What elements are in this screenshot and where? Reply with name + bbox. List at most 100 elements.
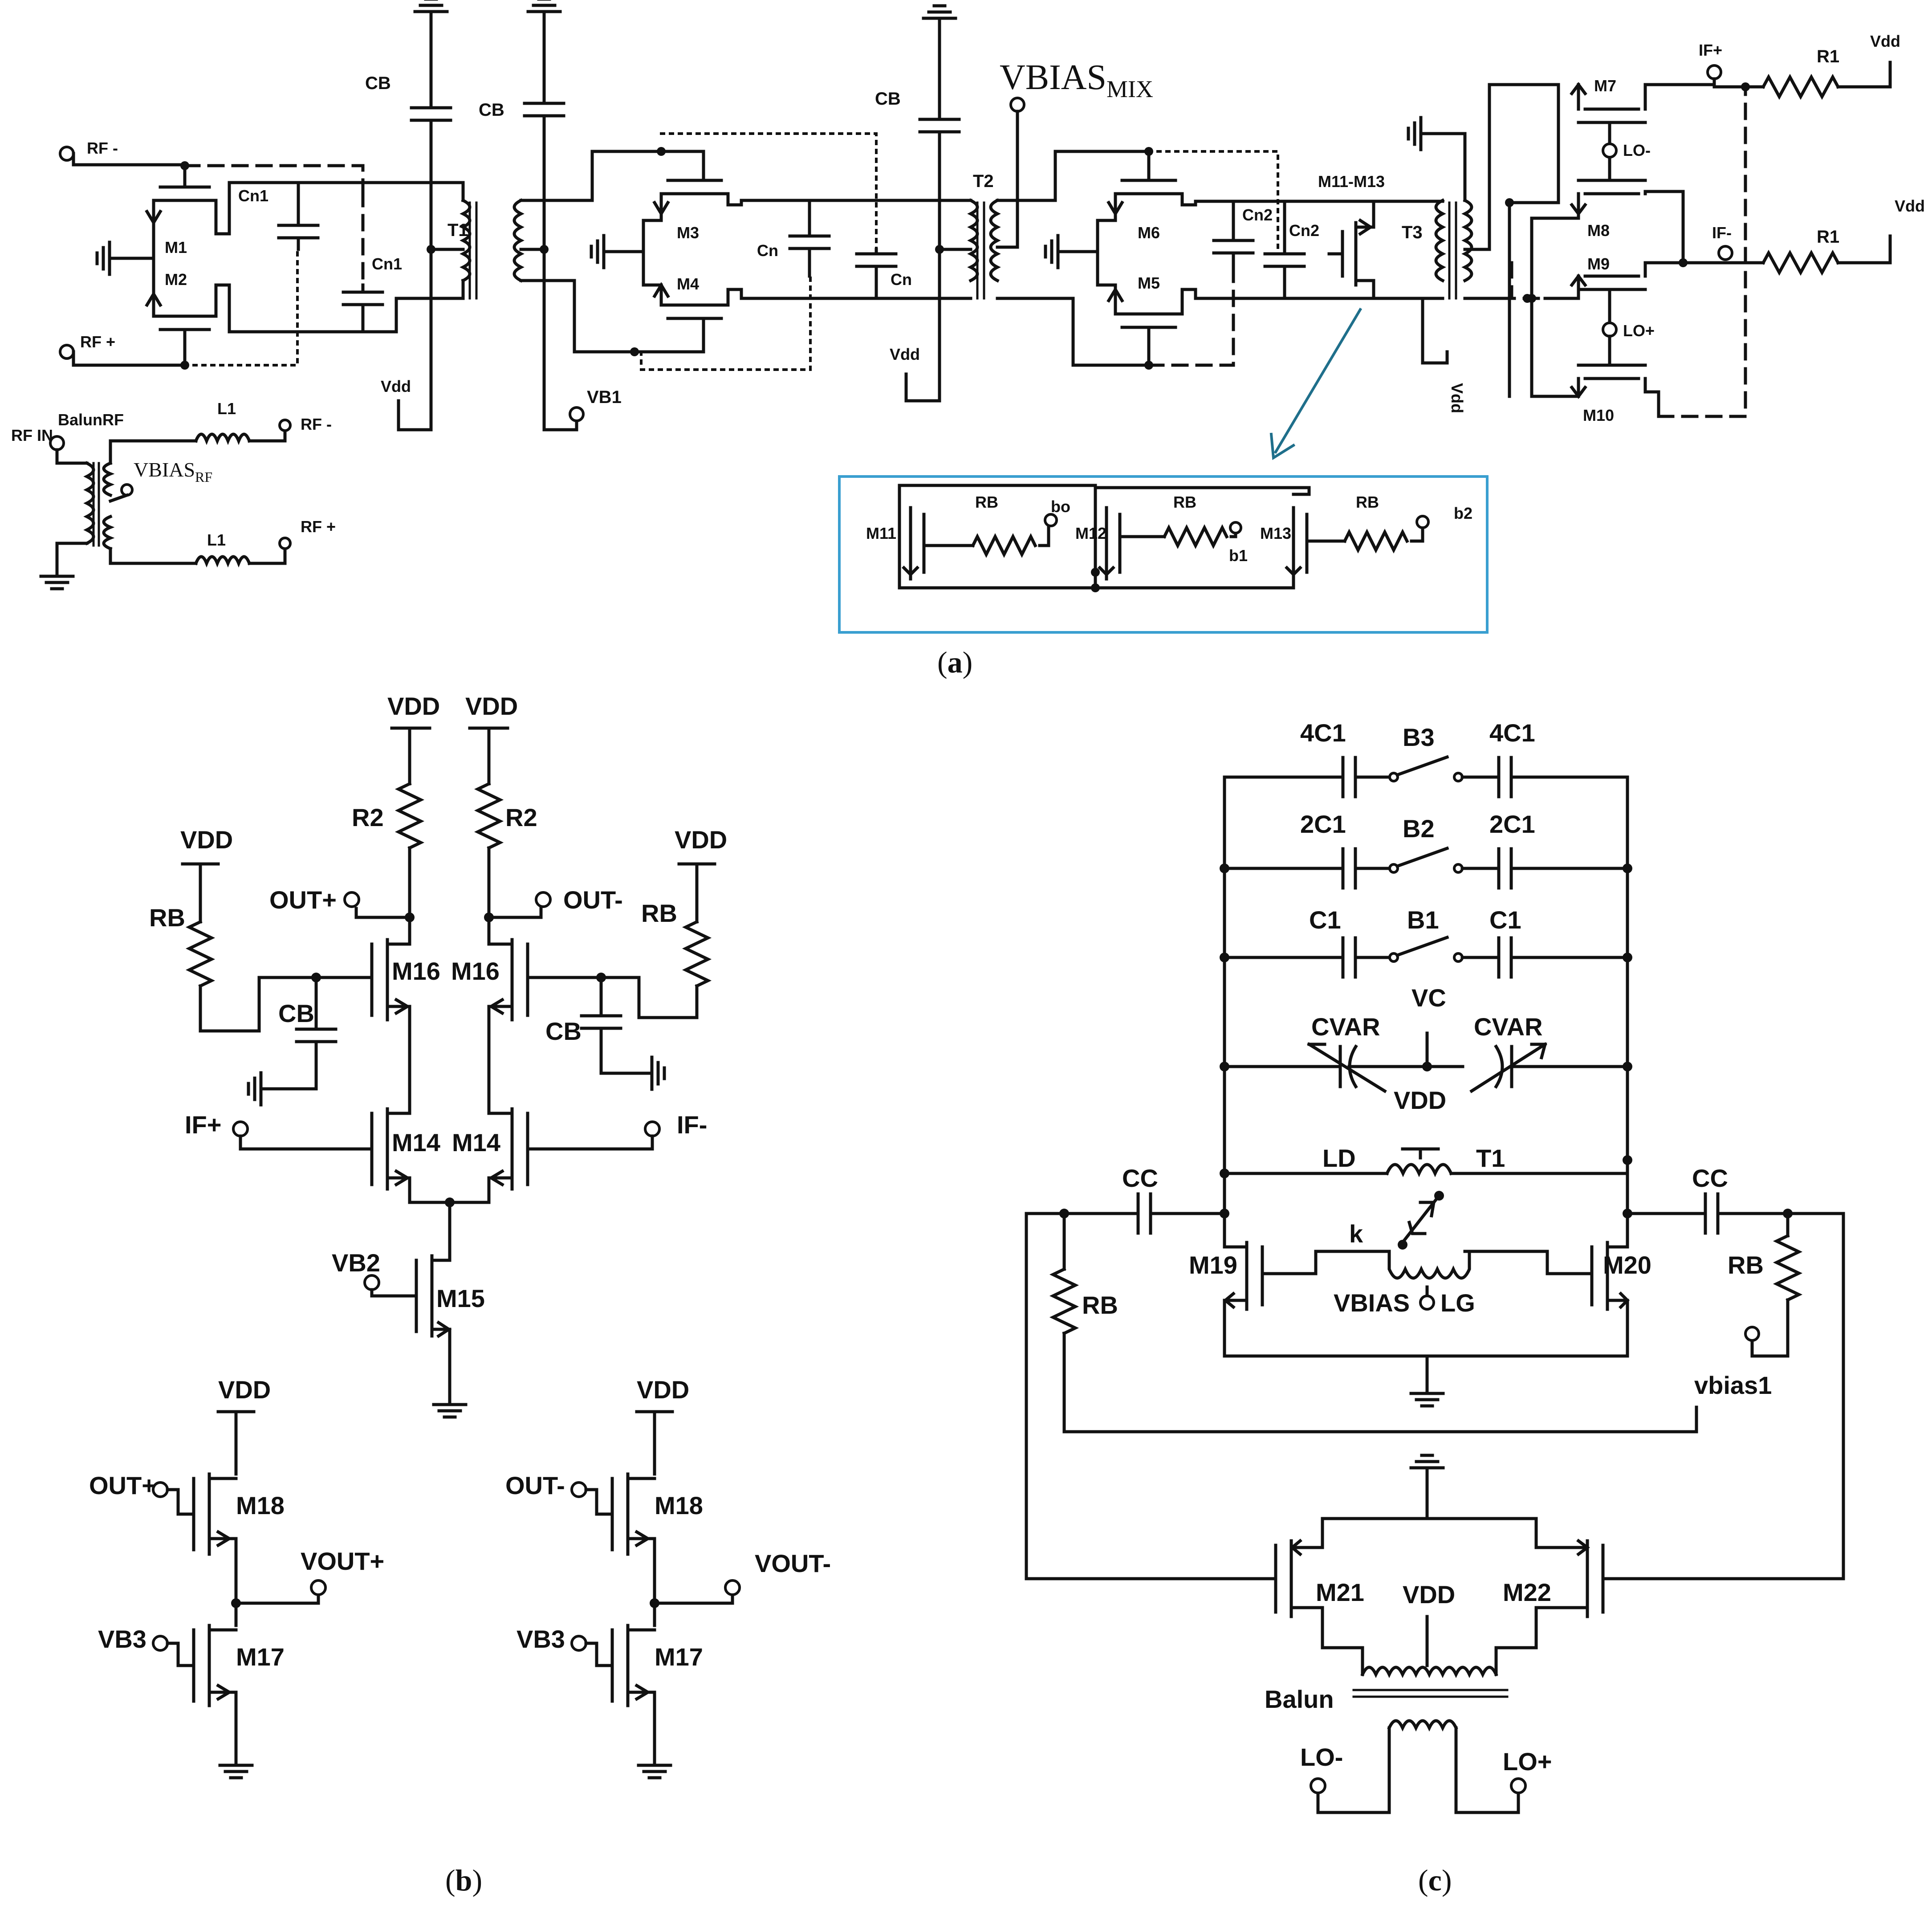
out-minus-label-b: OUT-	[563, 886, 623, 914]
b2-label: B2	[1403, 815, 1435, 843]
vdd-label-5: Vdd	[1895, 197, 1925, 215]
m16-label-2: M16	[451, 957, 500, 985]
cn1-label-1: Cn1	[238, 187, 268, 205]
inset-bo-label: bo	[1051, 497, 1070, 516]
inset-m12-label: M12	[1075, 524, 1106, 542]
b3-label: B3	[1403, 723, 1435, 751]
panel-b: VDD R2 OUT+ VDD R2 OUT- M16 M16 VDD RB C…	[89, 692, 831, 1897]
l1-label-2: L1	[207, 531, 226, 549]
t3-label: T3	[1402, 223, 1423, 242]
cc-label-2: CC	[1692, 1164, 1728, 1192]
m16-right-transistor	[487, 938, 529, 1115]
t2-label: T2	[973, 171, 994, 191]
vbias-label-c: VBIAS	[1334, 1289, 1410, 1317]
r2-label-2: R2	[505, 803, 537, 831]
m2-label: M2	[165, 270, 187, 289]
inset-m11-label: M11	[866, 524, 896, 542]
m2-transistor	[145, 283, 398, 334]
rf-in-label: RF IN	[11, 426, 53, 444]
if-plus-label-a: IF+	[1699, 41, 1722, 59]
m14-label-2: M14	[452, 1128, 500, 1157]
m21-label: M21	[1316, 1578, 1364, 1606]
caption-c: (c)	[1418, 1863, 1452, 1897]
cn1-label-2: Cn1	[372, 255, 402, 273]
m4-label: M4	[677, 275, 699, 293]
cc-label-1: CC	[1122, 1164, 1158, 1192]
rb-label-c1: RB	[1082, 1291, 1118, 1319]
m15-transistor	[415, 1254, 452, 1391]
rb-label-c2: RB	[1728, 1251, 1764, 1279]
if-minus-label-b: IF-	[677, 1111, 707, 1139]
out-plus-label-b2: OUT+	[89, 1471, 156, 1499]
vdd-label-b3: VDD	[180, 826, 233, 854]
m22-transistor	[1494, 1517, 1605, 1649]
panel-a: RF - RF + M1 M2 Cn1 Cn1 T1 CB Vdd CB	[11, 0, 1925, 679]
vb3-label-2: VB3	[517, 1625, 565, 1653]
m18-right-transistor	[610, 1472, 656, 1627]
rf-minus-label: RF -	[87, 139, 118, 157]
cb-label-b2: CB	[545, 1017, 582, 1045]
cb-label-1: CB	[365, 73, 391, 93]
inset-rb-label-1: RB	[975, 493, 998, 511]
inset-rb-label-2: RB	[1173, 493, 1196, 511]
vdd-label-4: Vdd	[1870, 32, 1900, 50]
m16-left-transistor	[370, 938, 411, 1115]
cvar-label-1: CVAR	[1311, 1013, 1380, 1041]
balun-rf-label: BalunRF	[58, 411, 124, 429]
m17-label-1: M17	[236, 1643, 285, 1671]
m19-label: M19	[1189, 1251, 1237, 1279]
inset-b2-label: b2	[1454, 504, 1472, 522]
m5-transistor	[1106, 283, 1404, 329]
r2-label-1: R2	[352, 803, 384, 831]
t1-label-c: T1	[1476, 1144, 1505, 1172]
vdd-label-1: Vdd	[381, 377, 411, 395]
b1-label: B1	[1407, 906, 1439, 934]
cb-label-3: CB	[875, 89, 901, 109]
vbias1-label: vbias1	[1694, 1371, 1772, 1399]
cvar-label-2: CVAR	[1474, 1013, 1543, 1041]
vdd-label-b6: VDD	[637, 1376, 689, 1404]
rb-label-b1: RB	[149, 904, 185, 932]
vdd-label-3: Vdd	[1448, 383, 1466, 413]
m11-m13-label: M11-M13	[1318, 172, 1385, 191]
m8-transistor	[1530, 179, 1685, 398]
m6-transistor	[1096, 179, 1404, 287]
vdd-label-c2: VDD	[1403, 1580, 1455, 1609]
cn-label-1: Cn	[757, 241, 778, 260]
m21-transistor	[1274, 1517, 1364, 1649]
m3-label: M3	[677, 224, 699, 242]
m22-label: M22	[1503, 1578, 1551, 1606]
cn-label-2: Cn	[891, 270, 912, 289]
caption-b: (b)	[445, 1863, 482, 1897]
cn2-label-2: Cn2	[1289, 221, 1319, 240]
cn2-label-1: Cn2	[1242, 206, 1273, 224]
vout-minus-label: VOUT-	[755, 1549, 831, 1577]
r1-label-1: R1	[1817, 47, 1839, 66]
if-plus-label-b: IF+	[185, 1111, 221, 1139]
inset-rb-label-3: RB	[1356, 493, 1379, 511]
out-plus-label-b: OUT+	[269, 886, 337, 914]
m19-transistor	[1223, 1241, 1391, 1358]
k-label: k	[1349, 1220, 1363, 1248]
rb-label-b2: RB	[641, 899, 677, 927]
rf-plus-label: RF +	[80, 333, 115, 351]
vb2-label: VB2	[332, 1249, 380, 1277]
vdd-label-b4: VDD	[675, 826, 727, 854]
vout-plus-label: VOUT+	[301, 1547, 384, 1575]
m1-transistor	[145, 181, 465, 236]
vdd-label-b5: VDD	[218, 1376, 271, 1404]
caption-a: (a)	[937, 645, 972, 679]
m17-right-transistor	[610, 1624, 656, 1752]
l1-label-1: L1	[217, 399, 236, 418]
m18-label-1: M18	[236, 1491, 285, 1519]
c1-label-1: C1	[1309, 906, 1341, 934]
vbias-mix-label: VBIASMIX	[1000, 58, 1153, 102]
vdd-label-b1: VDD	[387, 692, 440, 720]
r1-label-2: R1	[1817, 227, 1839, 247]
vc-label: VC	[1411, 984, 1446, 1012]
vdd-label-c1: VDD	[1394, 1086, 1446, 1114]
cb-label-2: CB	[479, 100, 504, 120]
lo-minus-label-c: LO-	[1300, 1743, 1343, 1771]
m18-label-2: M18	[655, 1491, 703, 1519]
